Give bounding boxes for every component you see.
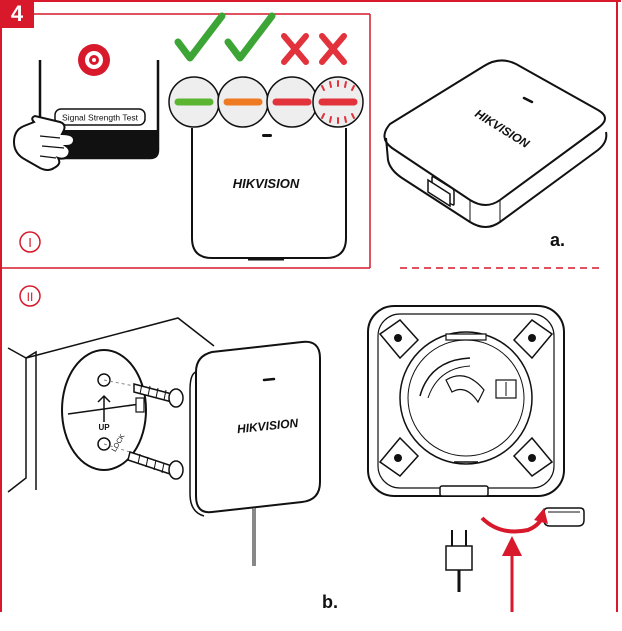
mount-up-text: UP (98, 423, 110, 432)
step-number-badge: 4 (0, 0, 34, 28)
device-mounted-view: HIKVISION (189, 340, 321, 566)
screw-top (103, 379, 184, 408)
signal-strength-test-button (54, 108, 146, 126)
check-icon-green (174, 12, 226, 62)
signal-button-label: Signal Strength Test (62, 113, 139, 123)
device-front-view: HIKVISION (191, 128, 347, 261)
cross-icon-red (281, 33, 309, 65)
mounting-plate-wall: UP LOCK (61, 349, 147, 471)
device-back-view (367, 305, 565, 497)
section-two-label: II (27, 290, 34, 304)
outer-border (0, 0, 621, 612)
brand-logo-mounted: HIKVISION (236, 416, 299, 436)
screw-bottom (103, 443, 184, 480)
section-two-marker: II (19, 285, 41, 307)
figure-label-b: b. (322, 592, 338, 612)
section-one-label: I (28, 235, 32, 250)
led-indicator-red-flashing (312, 76, 364, 128)
port-cover-part (543, 507, 585, 527)
power-adapter (445, 530, 473, 592)
red-arrow-up (502, 536, 522, 612)
figure-label-a: a. (550, 230, 566, 250)
check-icon-orange (224, 12, 276, 62)
hand-pointer (12, 114, 76, 171)
led-indicator-orange (217, 76, 269, 128)
wall-illustration (7, 317, 215, 493)
device-perspective-view: HIKVISION (383, 59, 608, 228)
section-one-marker: I (19, 231, 41, 253)
brand-logo-front: HIKVISION (233, 176, 300, 191)
red-arrow-curved (480, 508, 548, 534)
cross-icon-red-flashing (319, 33, 347, 65)
led-indicator-green (168, 76, 220, 128)
led-indicator-red (266, 76, 318, 128)
